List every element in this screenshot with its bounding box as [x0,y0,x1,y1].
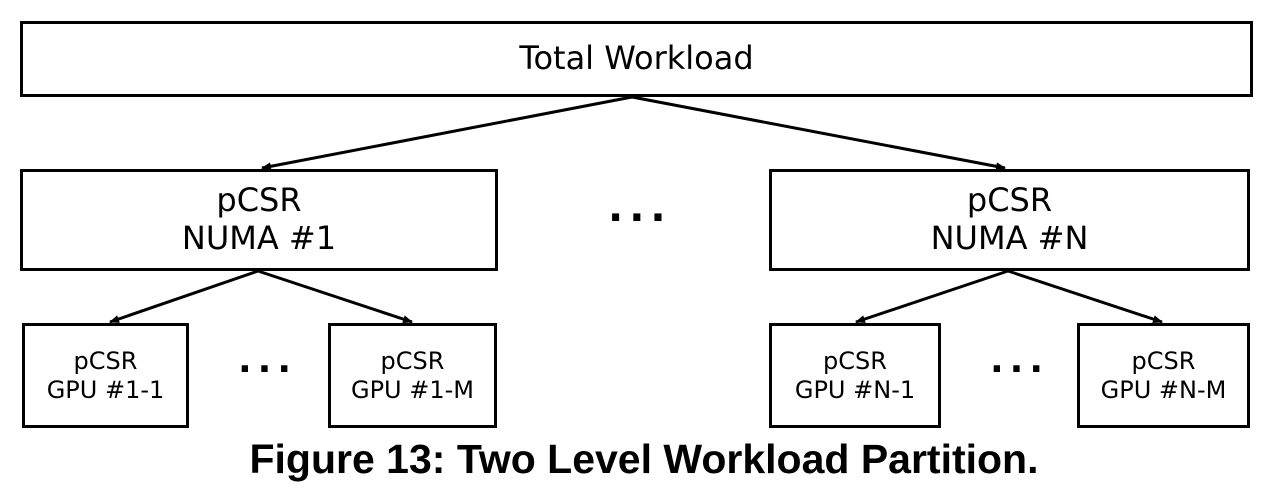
edge-root-to-numa-n [631,95,1006,171]
gpu-n-1-line2: GPU #N-1 [794,375,916,404]
edge-numa-1-to-gpu-1-1 [109,269,259,324]
gpu-1-ellipsis: ... [238,340,298,381]
gpu-1-1-line1: pCSR [73,347,138,376]
total-workload-node: Total Workload [20,21,1253,97]
gpu-n-1-node: pCSR GPU #N-1 [769,323,941,428]
gpu-n-1-line1: pCSR [823,347,887,376]
edge-numa-n-to-gpu-n-1 [855,269,1009,324]
gpu-1-m-line2: GPU #1-M [350,375,474,404]
numa-1-line2: NUMA #1 [181,219,337,257]
gpu-1-1-node: pCSR GPU #1-1 [22,323,189,428]
gpu-n-m-line1: pCSR [1131,347,1196,376]
gpu-n-m-node: pCSR GPU #N-M [1077,323,1250,428]
numa-n-node: pCSR NUMA #N [769,169,1250,271]
numa-ellipsis: ... [608,185,672,231]
edge-numa-n-to-gpu-n-m [1007,269,1163,324]
numa-n-line2: NUMA #N [930,219,1089,257]
total-workload-label: Total Workload [519,39,754,78]
numa-n-line1: pCSR [966,181,1053,220]
gpu-n-m-line2: GPU #N-M [1100,375,1227,404]
figure-caption: Figure 13: Two Level Workload Partition. [249,436,1039,482]
gpu-n-ellipsis: ... [990,340,1050,381]
edge-root-to-numa-1 [261,95,633,171]
gpu-1-m-node: pCSR GPU #1-M [328,323,497,428]
edge-numa-1-to-gpu-1-m [257,269,413,324]
gpu-1-m-line1: pCSR [380,347,445,376]
numa-1-line1: pCSR [216,181,302,220]
numa-1-node: pCSR NUMA #1 [20,169,498,271]
gpu-1-1-line2: GPU #1-1 [46,375,165,404]
